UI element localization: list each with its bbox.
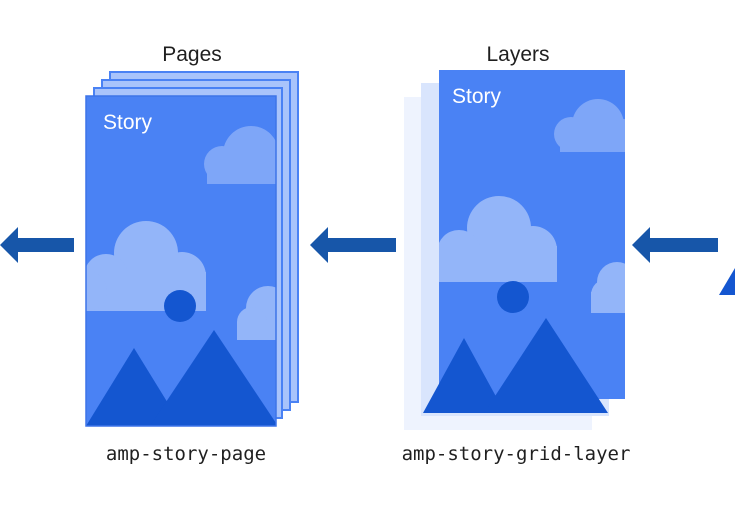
cloud-icon [237,286,276,340]
layer-card-story-label: Story [452,85,502,108]
clipped-triangle-shape [719,268,735,295]
layers-stack: Story [404,70,625,430]
front-page-story-label: Story [103,111,153,134]
sun-icon [497,281,529,313]
arrow-left-icon [632,227,718,263]
layers-tag-name: amp-story-grid-layer [402,443,631,465]
cloud-icon [554,99,625,152]
front-page-border [85,95,277,427]
mountains-icon [86,330,276,426]
cloud-icon [591,262,625,313]
mountains-icon [423,318,608,413]
layers-title: Layers [486,43,549,66]
cloud-icon [204,126,276,184]
cloud-icon [439,196,557,282]
pages-title: Pages [162,43,222,66]
arrow-left-icon [0,227,74,263]
arrow-left-icon [310,227,396,263]
layer-card: Story [439,70,625,399]
pages-tag-name: amp-story-page [106,443,266,465]
sun-icon [164,290,196,322]
pages-stack: Story [85,71,299,427]
front-page-card: Story [86,96,276,426]
